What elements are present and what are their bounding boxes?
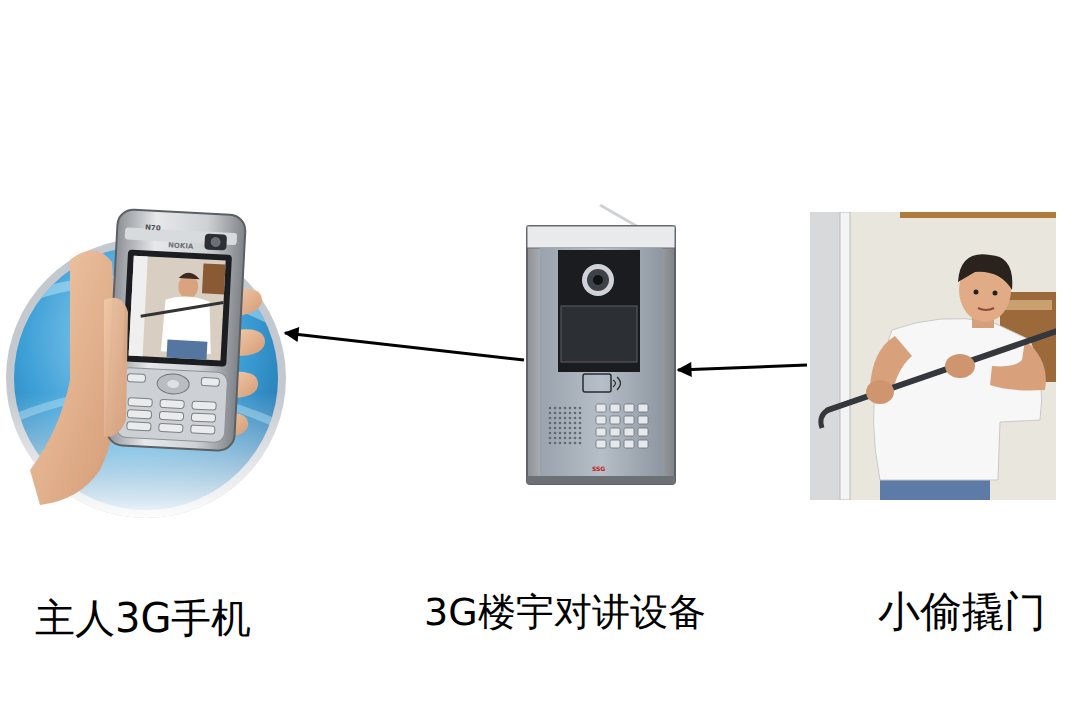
intercom-illustration	[527, 205, 675, 484]
speaker-hole	[549, 417, 552, 420]
crowbar	[828, 330, 1056, 410]
intercom-housing	[527, 226, 675, 484]
speaker-hole	[579, 427, 582, 430]
speaker-hole	[564, 442, 567, 445]
keypad-key	[638, 440, 648, 448]
keypad-key	[596, 404, 606, 412]
keypad-key	[624, 428, 634, 436]
speaker-hole	[579, 422, 582, 425]
speaker-hole	[549, 432, 552, 435]
speaker-hole	[564, 422, 567, 425]
speaker-hole	[574, 422, 577, 425]
speaker-hole	[559, 442, 562, 445]
caption: 主人3G手机	[35, 596, 251, 640]
speaker-hole	[579, 412, 582, 415]
keypad-key	[610, 440, 620, 448]
keypad-key	[638, 428, 648, 436]
keypad-key	[610, 428, 620, 436]
phone-screen	[122, 249, 232, 366]
speaker-hole	[574, 437, 577, 440]
speaker-hole	[569, 427, 572, 430]
speaker-hole	[559, 422, 562, 425]
illustration-panel: 3G楼宇对讲设备	[527, 226, 675, 484]
intercom-panel	[540, 248, 662, 476]
speaker-hole	[559, 437, 562, 440]
speaker-hole	[549, 412, 552, 415]
speaker-hole	[549, 407, 552, 410]
speaker-hole	[554, 437, 557, 440]
keypad-key	[610, 404, 620, 412]
speaker-hole	[554, 412, 557, 415]
speaker-hole	[574, 427, 577, 430]
medallion-rim	[6, 238, 286, 518]
intercom-screen	[561, 306, 637, 362]
speaker-hole	[574, 412, 577, 415]
speaker-hole	[554, 407, 557, 410]
speaker-hole	[554, 417, 557, 420]
speaker-hole	[569, 437, 572, 440]
speaker-hole	[574, 442, 577, 445]
speaker-hole	[554, 432, 557, 435]
logo-text: N70	[145, 225, 161, 233]
speaker-hole	[564, 407, 567, 410]
speaker-hole	[559, 432, 562, 435]
keypad-key	[596, 428, 606, 436]
speaker-hole	[559, 412, 562, 415]
speaker-hole	[574, 432, 577, 435]
speaker-hole	[579, 437, 582, 440]
speaker-hole	[569, 412, 572, 415]
speaker-hole	[564, 437, 567, 440]
speaker-hole	[579, 417, 582, 420]
keypad-key	[638, 416, 648, 424]
speaker-hole	[569, 432, 572, 435]
logo-text: NOKIA	[168, 242, 194, 250]
illustration-panel: 主人3G手机	[6, 238, 282, 518]
speaker-hole	[554, 427, 557, 430]
keypad-key	[596, 416, 606, 424]
speaker-hole	[554, 442, 557, 445]
phone-illustration	[6, 209, 290, 518]
speaker-hole	[574, 417, 577, 420]
speaker-hole	[569, 442, 572, 445]
thief-illustration	[810, 212, 1056, 500]
speaker-hole	[569, 417, 572, 420]
speaker-hole	[559, 427, 562, 430]
speaker-hole	[559, 417, 562, 420]
illustration-panel: 小偷撬门	[810, 212, 1056, 500]
speaker-hole	[579, 432, 582, 435]
caption: 小偷撬门	[878, 589, 1046, 635]
speaker-hole	[549, 427, 552, 430]
speaker-hole	[564, 417, 567, 420]
speaker-hole	[569, 422, 572, 425]
speaker-hole	[549, 442, 552, 445]
speaker-hole	[554, 422, 557, 425]
speaker-hole	[549, 422, 552, 425]
keypad-key	[596, 440, 606, 448]
keypad-key	[638, 404, 648, 412]
keypad-key	[624, 416, 634, 424]
signal-arrow	[285, 333, 524, 360]
logo-text: SSG	[592, 466, 605, 472]
speaker-hole	[579, 407, 582, 410]
wall	[810, 212, 1056, 500]
speaker-hole	[579, 442, 582, 445]
intercom-face	[558, 250, 640, 372]
speaker-hole	[564, 432, 567, 435]
keypad-key	[624, 440, 634, 448]
keypad-key	[624, 404, 634, 412]
speaker-hole	[569, 407, 572, 410]
speaker-hole	[574, 407, 577, 410]
speaker-hole	[564, 427, 567, 430]
keypad-key	[610, 416, 620, 424]
speaker-hole	[564, 412, 567, 415]
signal-arrow	[678, 365, 807, 370]
speaker-hole	[549, 437, 552, 440]
caption: 3G楼宇对讲设备	[424, 592, 706, 634]
speaker-hole	[559, 407, 562, 410]
